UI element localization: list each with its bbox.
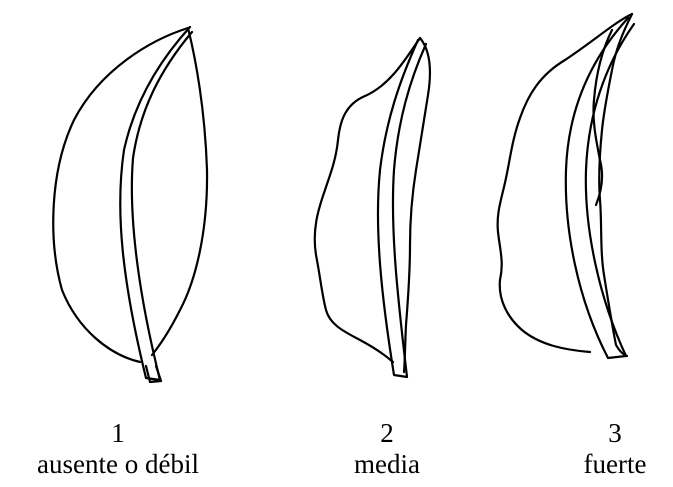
leaf-1-outline: [53, 28, 207, 362]
leaf-2-drawing: [315, 38, 430, 377]
leaf-2-outline: [315, 38, 420, 362]
caption-panel-3: 3 fuerte: [560, 418, 670, 480]
panel-3-number: 3: [560, 418, 670, 449]
panel-2-label: media: [322, 449, 452, 480]
panel-1-number: 1: [0, 418, 236, 449]
leaf-1-midrib: [120, 27, 192, 380]
leaf-2-midrib: [378, 40, 426, 377]
leaf-2-right-edge: [404, 38, 430, 372]
leaf-3-drawing: [498, 14, 634, 358]
panel-1-label: ausente o débil: [0, 449, 236, 480]
panel-2-number: 2: [322, 418, 452, 449]
caption-panel-2: 2 media: [322, 418, 452, 480]
caption-panel-1: 1 ausente o débil: [0, 418, 236, 480]
leaf-illustrations: [0, 0, 673, 400]
leaf-1-drawing: [53, 27, 207, 382]
leaf-3-right-edge: [599, 14, 632, 356]
panel-3-label: fuerte: [560, 449, 670, 480]
